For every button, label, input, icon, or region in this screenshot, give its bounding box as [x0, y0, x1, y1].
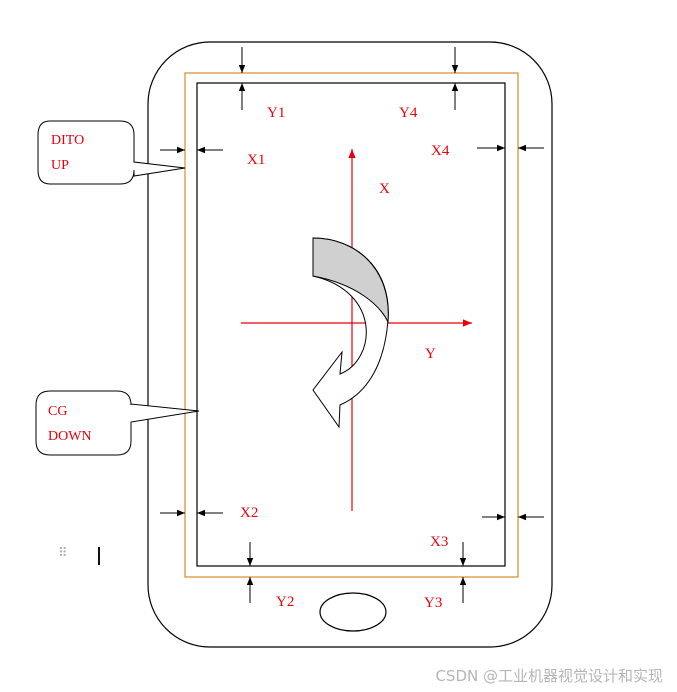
label-y4: Y4 [399, 105, 418, 121]
callout-top [37, 120, 186, 185]
x-axis-label: X [379, 181, 390, 197]
label-y1: Y1 [267, 105, 285, 121]
label-y3: Y3 [424, 595, 442, 611]
callout-top-line1: DITO [51, 133, 84, 148]
callout-bottom [35, 390, 200, 456]
rotation-arrow-shade [312, 237, 389, 324]
display-frame [196, 82, 506, 567]
callout-bottom-line1: CG [48, 404, 67, 419]
editor-toolbar: ⠿ [56, 545, 116, 567]
label-x1: X1 [247, 152, 265, 168]
callout-top-line2: UP [51, 158, 69, 173]
text-cursor-icon [98, 547, 100, 565]
watermark: CSDN @工业机器视觉设计和实现 [435, 667, 663, 685]
label-y2: Y2 [276, 594, 294, 610]
label-x2: X2 [240, 505, 258, 521]
label-x3: X3 [430, 534, 448, 550]
cover-glass-frame [184, 72, 519, 578]
callout-bottom-line2: DOWN [48, 429, 92, 444]
phone-body [147, 41, 553, 648]
label-x4: X4 [431, 143, 450, 159]
home-button [319, 592, 387, 632]
y-axis-label: Y [425, 346, 436, 362]
drag-handle-icon[interactable]: ⠿ [58, 546, 68, 561]
